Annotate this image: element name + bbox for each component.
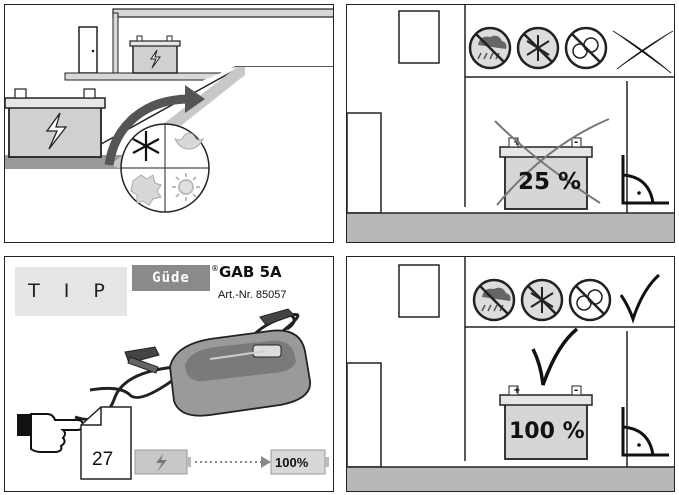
seasons-circle-icon	[120, 123, 210, 213]
no-children-icon	[564, 26, 608, 70]
battery-full-icon	[270, 449, 329, 475]
brand-logo-text: Güde	[152, 270, 190, 286]
tip-label: T I P	[28, 280, 114, 302]
article-number: Art.-Nr. 85057	[218, 289, 287, 301]
charger-illustration	[17, 308, 329, 480]
page-reference-icon	[80, 406, 132, 480]
pointing-hand-icon	[17, 413, 85, 453]
svg-text:-: -	[574, 137, 578, 148]
sun-icon	[172, 173, 200, 201]
small-battery-icon	[129, 35, 181, 74]
registered-mark: ®	[211, 264, 219, 273]
brand-logo: Güde	[132, 265, 210, 291]
snowflake-icon	[132, 131, 160, 161]
model-name: GAB 5A	[219, 263, 282, 281]
storage-scene-illustration	[5, 8, 333, 242]
svg-text:+: +	[513, 386, 521, 396]
checkmark-icon	[619, 273, 661, 324]
floor-corner-icon	[621, 407, 669, 457]
no-frost-icon	[516, 26, 560, 70]
charger-device-icon	[169, 329, 311, 417]
svg-text:+: +	[513, 138, 521, 148]
cross-mark-icon	[612, 30, 674, 74]
charge-target-label: 100%	[275, 455, 309, 470]
no-children-icon	[568, 278, 612, 322]
large-battery-icon	[5, 88, 106, 158]
tip-box: T I P	[15, 267, 127, 316]
svg-text:-: -	[574, 385, 578, 396]
no-frost-icon	[520, 278, 564, 322]
charge-level-label: 100 %	[509, 419, 585, 444]
no-rain-icon	[472, 278, 516, 322]
tulip-icon	[173, 132, 205, 150]
panel-correct-storage: + - 100 %	[346, 256, 675, 492]
charge-level-label: 25 %	[518, 169, 582, 195]
large-checkmark-icon	[531, 327, 579, 386]
floor-corner-icon	[621, 155, 669, 205]
correct-storage-illustration: + -	[347, 257, 674, 491]
panel-tip: T I P Güde ® GAB 5A Art.-Nr. 85057	[4, 256, 334, 492]
large-cross-icon	[494, 118, 610, 206]
leaf-icon	[130, 174, 162, 206]
battery-empty-icon	[134, 449, 191, 475]
wrong-storage-illustration: + -	[347, 5, 674, 242]
clamp-icon	[124, 308, 295, 374]
no-rain-icon	[468, 26, 512, 70]
panel-seasonal-storage	[4, 4, 334, 243]
battery-icon: + -	[499, 385, 593, 460]
panel-wrong-storage: + - 25 %	[346, 4, 675, 243]
page-reference-number: 27	[92, 449, 114, 470]
